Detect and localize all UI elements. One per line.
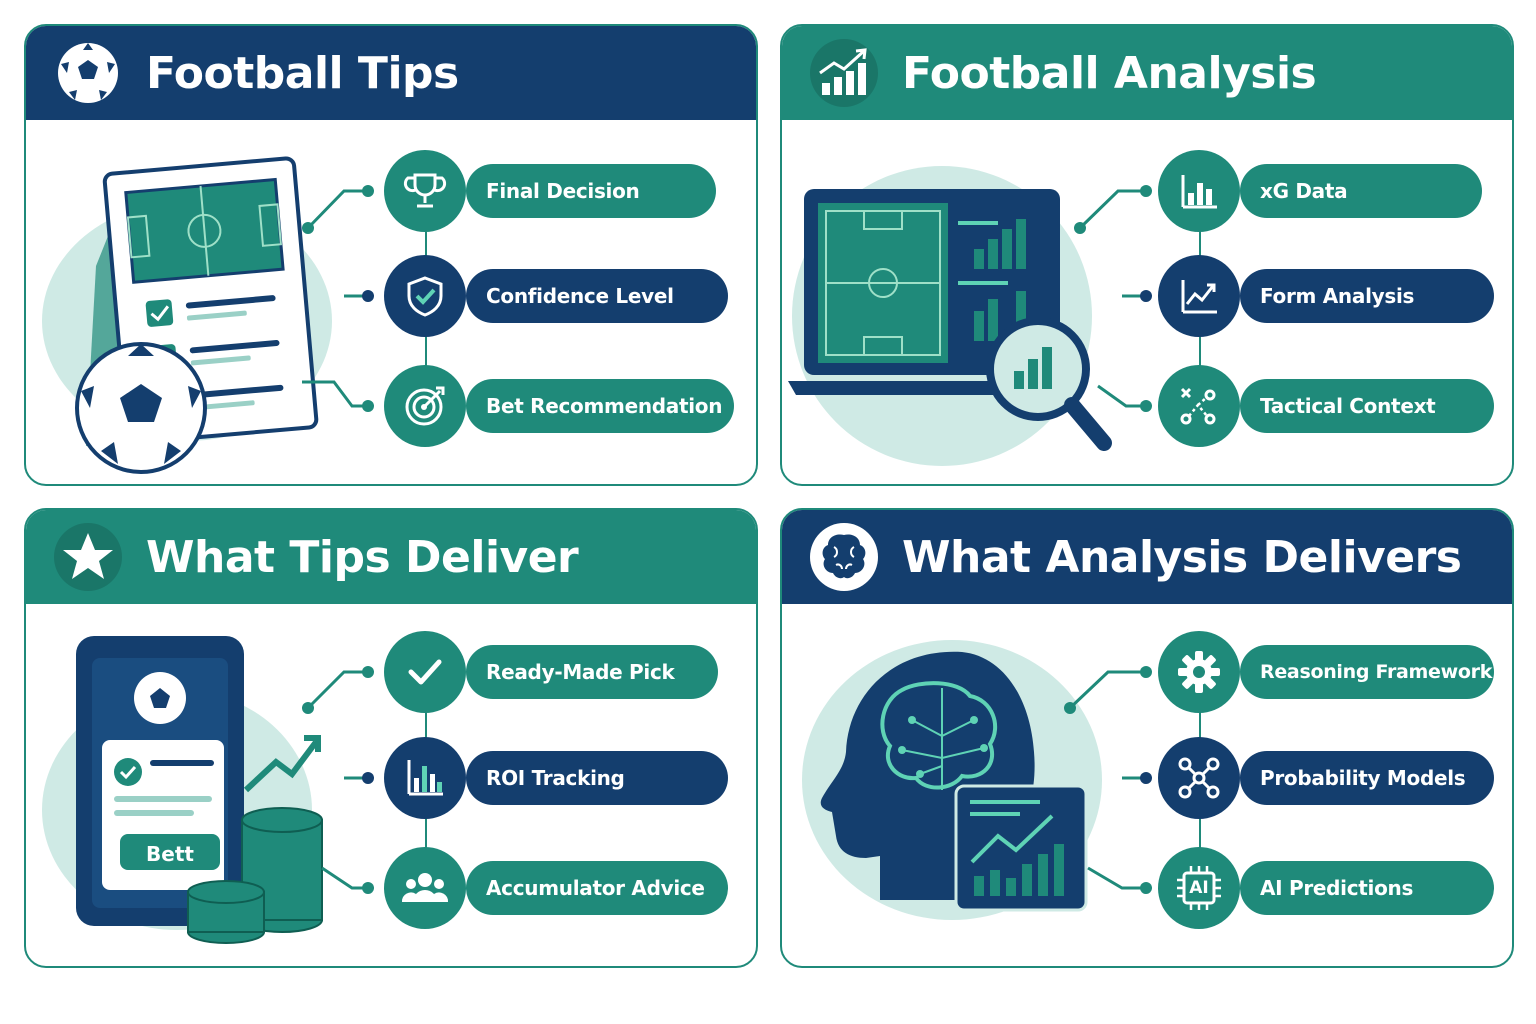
panel-header: What Tips Deliver bbox=[26, 510, 756, 604]
item-label: ROI Tracking bbox=[486, 766, 625, 790]
panel-title: What Tips Deliver bbox=[146, 531, 579, 583]
item-label: Accumulator Advice bbox=[486, 876, 705, 900]
phone-bet-button-label: Bett bbox=[146, 842, 194, 866]
item-accumulator-advice: Accumulator Advice bbox=[466, 861, 728, 915]
item-roi-tracking: ROI Tracking bbox=[466, 751, 728, 805]
item-label: Final Decision bbox=[486, 179, 640, 203]
item-label: Form Analysis bbox=[1260, 284, 1415, 308]
item-final-decision: Final Decision bbox=[466, 164, 716, 218]
group-icon bbox=[384, 847, 466, 929]
phone-betting-illustration bbox=[76, 636, 323, 944]
trophy-icon bbox=[384, 150, 466, 232]
item-label: Bet Recommendation bbox=[486, 394, 723, 418]
item-probability-models: Probability Models bbox=[1240, 751, 1494, 805]
item-label: xG Data bbox=[1260, 179, 1348, 203]
soccer-ball-icon bbox=[48, 33, 128, 113]
brain-icon bbox=[804, 517, 884, 597]
item-confidence-level: Confidence Level bbox=[466, 269, 728, 323]
item-xg-data: xG Data bbox=[1240, 164, 1482, 218]
tip-sheet-illustration bbox=[75, 156, 319, 474]
item-ready-made-pick: Ready-Made Pick bbox=[466, 645, 718, 699]
panel-title: What Analysis Delivers bbox=[902, 531, 1462, 583]
tactics-icon bbox=[1158, 365, 1240, 447]
item-label: Confidence Level bbox=[486, 284, 674, 308]
item-label: AI Predictions bbox=[1260, 876, 1414, 900]
checkmark-icon bbox=[384, 631, 466, 713]
item-label: Tactical Context bbox=[1260, 394, 1436, 418]
panel-what-tips-deliver: What Tips Deliver Bett bbox=[24, 508, 758, 968]
item-label: Probability Models bbox=[1260, 766, 1466, 790]
bar-chart-icon bbox=[1158, 150, 1240, 232]
item-tactical-context: Tactical Context bbox=[1240, 379, 1494, 433]
roi-chart-icon bbox=[384, 737, 466, 819]
panel-football-analysis: Football Analysis xG Data Form Ana bbox=[780, 24, 1514, 486]
growth-chart-icon bbox=[804, 33, 884, 113]
panel-title: Football Analysis bbox=[902, 47, 1317, 99]
line-chart-icon bbox=[1158, 255, 1240, 337]
panel-title: Football Tips bbox=[146, 47, 459, 99]
head-ai-illustration bbox=[820, 651, 1088, 912]
shield-check-icon bbox=[384, 255, 466, 337]
ai-chip-icon: AI bbox=[1158, 847, 1240, 929]
item-bet-recommendation: Bet Recommendation bbox=[466, 379, 734, 433]
gear-icon bbox=[1158, 631, 1240, 713]
item-label: Reasoning Framework bbox=[1260, 661, 1493, 683]
panel-header: Football Analysis bbox=[782, 26, 1512, 120]
star-icon bbox=[48, 517, 128, 597]
network-icon bbox=[1158, 737, 1240, 819]
panel-header: Football Tips bbox=[26, 26, 756, 120]
laptop-analysis-illustration bbox=[788, 189, 1112, 451]
item-reasoning-framework: Reasoning Framework bbox=[1240, 645, 1494, 699]
panel-header: What Analysis Delivers bbox=[782, 510, 1512, 604]
panel-what-analysis-delivers: What Analysis Delivers Reasoning Framewo… bbox=[780, 508, 1514, 968]
item-label: Ready-Made Pick bbox=[486, 660, 675, 684]
item-ai-predictions: AI Predictions bbox=[1240, 861, 1494, 915]
item-form-analysis: Form Analysis bbox=[1240, 269, 1494, 323]
panel-football-tips: Football Tips bbox=[24, 24, 758, 486]
ai-chip-label: AI bbox=[1189, 878, 1209, 898]
target-icon bbox=[384, 365, 466, 447]
